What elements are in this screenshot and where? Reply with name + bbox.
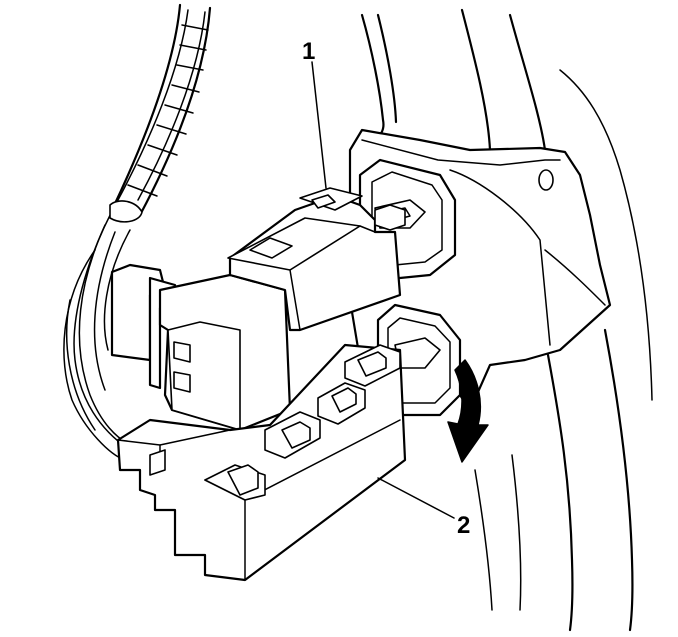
frame-rail	[360, 8, 653, 632]
convoluted-loom	[109, 3, 212, 223]
leader-line-2	[377, 477, 455, 519]
connector-1	[110, 187, 406, 432]
callout-2: 2	[457, 512, 471, 539]
bracket-hole	[538, 169, 554, 191]
callout-1: 1	[302, 38, 316, 65]
curved-arrow-down-icon	[447, 359, 489, 463]
leader-line-1	[311, 61, 327, 189]
connector-2	[116, 343, 407, 582]
